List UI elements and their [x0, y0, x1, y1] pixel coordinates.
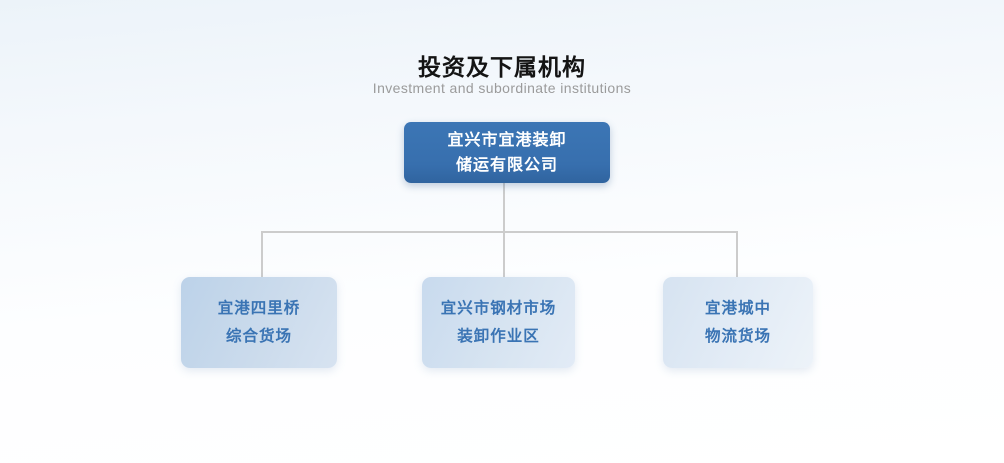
section-subtitle: Investment and subordinate institutions — [372, 80, 632, 96]
connector-left-vertical — [261, 231, 263, 278]
org-child-1-label-line2: 综合货场 — [225, 327, 292, 345]
org-child-1-label-line1: 宜港四里桥 — [217, 299, 301, 317]
connector-horizontal — [261, 231, 738, 233]
section-title: 投资及下属机构 — [418, 54, 586, 80]
org-child-box-1: 宜港四里桥 综合货场 — [181, 277, 337, 368]
connector-right-vertical — [736, 231, 738, 278]
org-child-2-label-line1: 宜兴市钢材市场 — [440, 299, 557, 317]
connector-root-vertical — [503, 183, 505, 232]
org-child-box-3: 宜港城中 物流货场 — [663, 277, 813, 368]
org-root-label-line1: 宜兴市宜港装卸 — [447, 131, 567, 149]
org-child-2-label-line2: 装卸作业区 — [457, 327, 540, 345]
org-root-label-line2: 储运有限公司 — [455, 156, 558, 174]
org-root-box: 宜兴市宜港装卸 储运有限公司 — [404, 122, 610, 183]
connector-middle-vertical — [503, 231, 505, 278]
org-child-3-label-line1: 宜港城中 — [704, 299, 771, 317]
org-child-box-2: 宜兴市钢材市场 装卸作业区 — [422, 277, 575, 368]
org-child-3-label-line2: 物流货场 — [704, 327, 771, 345]
